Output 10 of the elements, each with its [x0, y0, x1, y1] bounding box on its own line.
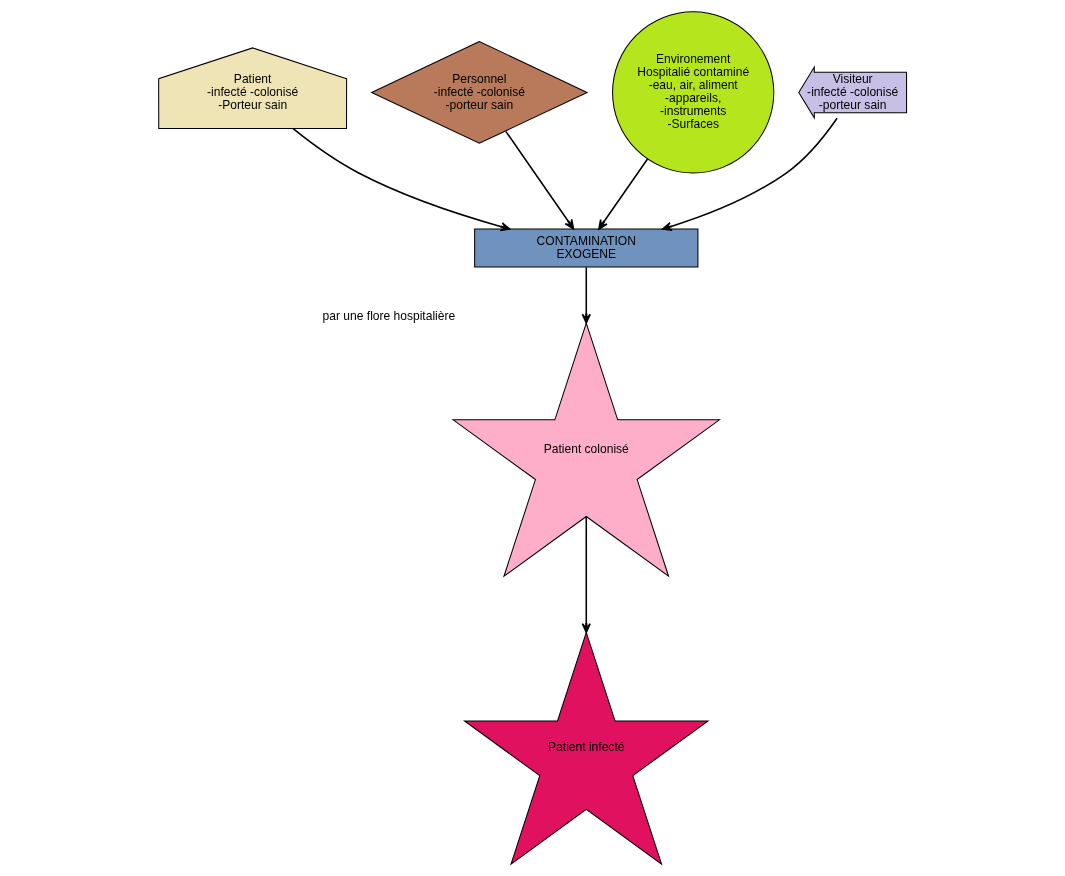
arrow [581, 266, 591, 324]
node-box: CONTAMINATION EXOGENE [474, 228, 699, 268]
node-circle: Environement Hospitalié contaminé -eau, air, aliment -appareils, -instruments -Surfaces [612, 11, 775, 174]
arrow [505, 130, 575, 230]
arrow [581, 516, 591, 634]
node-label: par une flore hospitalière [322, 308, 456, 323]
arrow [292, 127, 511, 232]
arrow [598, 158, 649, 230]
node-diamond: Personnel -infecté -colonisé -porteur sain [370, 41, 589, 144]
arrow [661, 117, 838, 231]
